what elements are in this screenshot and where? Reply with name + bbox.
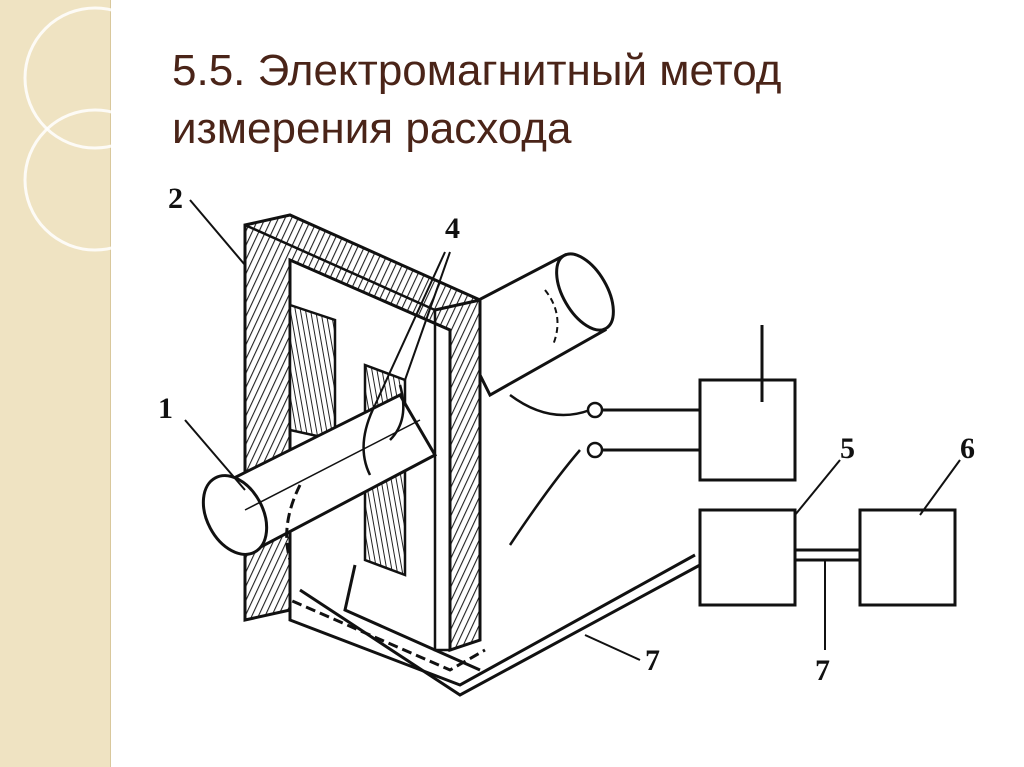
label-pipe: 1 [158,392,173,425]
decorative-side-band [0,0,110,767]
cable-to-amplifier [288,553,701,697]
leader-line-1 [184,419,246,491]
recorder-block [858,508,957,607]
electrode-wires [285,484,486,672]
pipe-front-section [201,393,438,556]
title-line-1: 5.5. Электромагнитный метод [172,46,782,95]
measuring-block [698,378,797,482]
title-line-2: измерения расхода [172,104,572,153]
decorative-circles [23,6,120,252]
label-wires-a: 7 [645,644,660,677]
label-recorder: 6 [960,432,975,465]
label-electrodes: 4 [445,212,460,245]
leader-line-6 [919,459,961,516]
leader-line-2 [189,199,246,266]
side-band-border [110,0,111,767]
slide-title: 5.5. Электромагнитный метод измерения ра… [172,42,932,158]
leader-line-7a [584,634,641,661]
electrodes [362,251,451,476]
flowmeter-diagram: 2 1 4 5 6 7 7 [158,182,975,697]
label-wires-b: 7 [815,654,830,687]
label-magnet: 2 [168,182,183,215]
leader-line-5 [794,459,841,516]
signal-wires [508,393,700,546]
amplifier-block [698,508,797,607]
label-amplifier: 5 [840,432,855,465]
